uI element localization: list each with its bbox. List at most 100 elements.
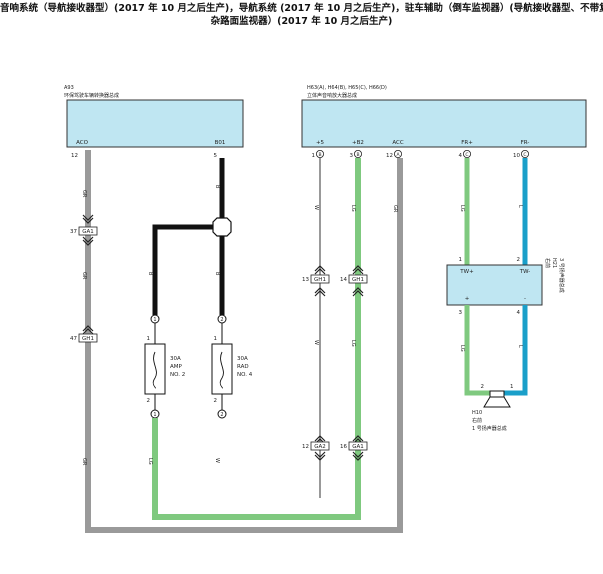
h21-pin-out3: 3 [459, 310, 463, 316]
h10-pin-2: 2 [481, 384, 485, 390]
junction-rad-bottom [217, 409, 227, 419]
fuse-rad-pin-bottom: 2 [214, 398, 218, 404]
h10-code: H10 [472, 410, 482, 416]
h21-sign-minus: - [524, 296, 526, 302]
amp-pin-frp-number: 4 [459, 153, 463, 159]
green-wire-to-h10 [464, 305, 492, 396]
amp-pin-frp-name: FR+ [461, 140, 473, 146]
fuse-rad-name2: NO. 4 [237, 372, 253, 378]
splice-junction [212, 217, 232, 237]
ga1-left-label: GA1 [82, 229, 94, 235]
h10-side: 右前 [472, 417, 482, 424]
ga2-pin: 12 [302, 444, 309, 450]
amp-pin-frm-marker [521, 149, 530, 158]
wire-lg-amp2: LG [350, 340, 356, 347]
fuse-amp-pin-top: 1 [147, 336, 151, 342]
a93-name: 环保驾驶车辆转换器总成 [64, 92, 119, 99]
wire-b-main: B [214, 185, 220, 189]
wire-l-spk2: L [517, 345, 523, 348]
fuse-rad-element [219, 351, 224, 389]
fuse-amp-element [152, 351, 157, 389]
diagram-title: 音响系统（导航接收器型）(2017 年 10 月之后生产)，导航系统 (2017… [0, 2, 603, 28]
black-wire-amp-fuse [152, 224, 213, 315]
h21-name: 3 号扬声器总成 [558, 258, 565, 293]
fuse-rad-pin-top: 1 [214, 336, 218, 342]
wire-w-a: W [313, 205, 319, 210]
fuse-amp-pin-bottom: 2 [147, 398, 151, 404]
h21-pin-twm: TW- [519, 269, 531, 275]
h21-code: H21 [551, 258, 557, 268]
ga1-left-connector [78, 226, 98, 236]
amp-pin-acc-number: 12 [386, 153, 393, 159]
fuse-rad-rating: 30A [237, 356, 248, 362]
amp-pin-pb2-marker [353, 149, 362, 158]
amp-pin-frm-name: FR- [521, 140, 530, 146]
amp-pin-frp-letter: C [465, 152, 468, 158]
amp-pin-p5-name: +5 [316, 140, 325, 146]
wire-l-spk1: L [517, 205, 523, 208]
diagram-title-line2: 杂路面监视器）(2017 年 10 月之后生产) [210, 16, 393, 27]
h10-name: 1 号扬声器总成 [472, 425, 507, 432]
wire-lg-spk2: LG [459, 345, 465, 352]
amp-name: 立体声音响放大器总成 [307, 92, 357, 99]
fuse-amp-rating: 30A [170, 356, 181, 362]
amp-pin-pb2-number: 3 [350, 153, 354, 159]
h21-sign-plus: + [465, 296, 470, 302]
gh1-left-pin: 47 [70, 336, 77, 342]
green-wire-fuse-pb2 [152, 158, 361, 520]
gh1-b-label: GH1 [352, 277, 364, 283]
h21-pin-in2: 2 [517, 257, 521, 263]
wire-w-c: W [214, 458, 220, 463]
wire-lg-amp1: LG [350, 205, 356, 212]
amp-pin-frp-marker [462, 149, 471, 158]
fuse-rad-no4 [211, 343, 233, 395]
wire-lg-fuse: LG [147, 458, 153, 465]
ga2-label: GA2 [314, 444, 326, 450]
wire-gr-c: GR [81, 458, 87, 466]
wire-b-amp: B [147, 272, 153, 276]
h21-speaker-box [446, 264, 543, 306]
fuse-amp-name1: AMP [170, 364, 183, 370]
h21-pin-twp: TW+ [459, 269, 474, 275]
fuse-amp-name2: NO. 2 [170, 372, 185, 378]
blue-wire-to-h10 [502, 305, 528, 396]
a93-pin-b01-number: 5 [214, 153, 218, 159]
ga1-right-connector [348, 441, 368, 451]
wire-gr-d: GR [392, 205, 398, 213]
amp-pin-pb2-letter: B [356, 152, 359, 158]
junction-rad-bottom-label: 2 [220, 412, 223, 418]
a93-pin-b01-name: B01 [215, 140, 226, 146]
amp-pin-p5-marker [315, 149, 324, 158]
h21-side: 右前 [544, 258, 551, 268]
a93-converter-box [66, 99, 244, 148]
ga1-left-pin: 37 [70, 229, 77, 235]
gh1-left-connector [78, 333, 98, 343]
amp-pin-pb2-name: +B2 [352, 140, 364, 146]
gh1-b-pin: 14 [340, 277, 347, 283]
gh1-a-pin: 13 [302, 277, 309, 283]
amp-code: H63(A), H64(B), H65(C), H66(D) [307, 85, 387, 91]
gh1-a-connector [310, 274, 330, 284]
amp-pin-acc-marker [393, 149, 402, 158]
gh1-b-connector [348, 274, 368, 284]
junction-amp-bottom-label: 1 [153, 412, 156, 418]
h21-pin-out4: 4 [517, 310, 521, 316]
wire-gr-a: GR [81, 190, 87, 198]
speaker-icon [483, 390, 511, 408]
a93-code: A93 [64, 85, 74, 91]
h21-pin-in1: 1 [459, 257, 463, 263]
wire-lg-spk1: LG [459, 205, 465, 212]
wire-gr-b: GR [81, 272, 87, 280]
amp-pin-acc-name: ACC [392, 140, 404, 146]
ga1-right-pin: 16 [340, 444, 347, 450]
wire-w-b: W [313, 340, 319, 345]
amp-pin-frm-letter: C [523, 152, 526, 158]
a93-pin-aco-number: 12 [71, 153, 78, 159]
amp-pin-frm-number: 10 [513, 153, 520, 159]
h10-pin-1: 1 [510, 384, 514, 390]
wire-b-rad: B [214, 272, 220, 276]
a93-pin-aco-name: ACO [76, 140, 89, 146]
junction-rad-top-label: 2 [220, 317, 223, 323]
fuse-amp-no2 [144, 343, 166, 395]
